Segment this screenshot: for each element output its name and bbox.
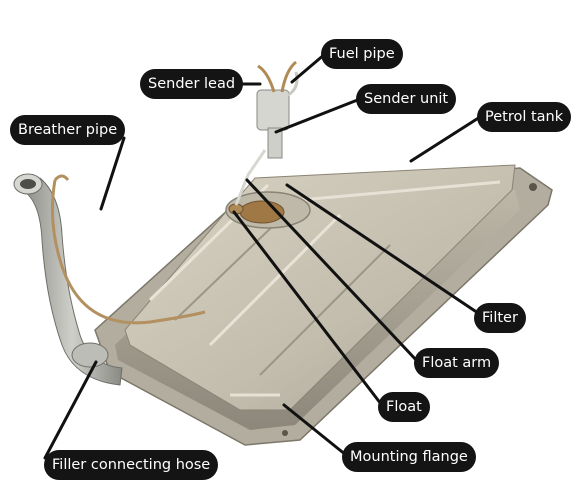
leader-sender-unit — [274, 97, 362, 134]
label-mounting-flange: Mounting flange — [342, 442, 476, 472]
leader-mounting-flange — [282, 403, 348, 457]
label-sender-lead: Sender lead — [140, 69, 244, 99]
label-breather-pipe: Breather pipe — [10, 115, 126, 145]
leader-petrol-tank — [409, 115, 482, 163]
leader-float — [232, 210, 383, 406]
leader-fuel-pipe — [290, 52, 327, 84]
breather-pipe-shape — [50, 179, 206, 325]
leader-breather-pipe — [99, 136, 126, 211]
label-petrol-tank: Petrol tank — [477, 102, 572, 132]
leader-filter — [285, 183, 480, 315]
label-sender-unit: Sender unit — [356, 84, 457, 114]
label-float-arm: Float arm — [414, 348, 500, 378]
leader-filler-hose — [43, 360, 98, 460]
tank-top — [124, 164, 516, 411]
filler-pipe-shape — [21, 177, 123, 386]
label-fuel-pipe: Fuel pipe — [321, 39, 403, 69]
label-float: Float — [378, 392, 430, 422]
sender-unit-head — [256, 89, 290, 131]
label-filter: Filter — [474, 303, 526, 333]
leader-float-arm — [245, 178, 420, 364]
label-filler-connecting-hose: Filler connecting hose — [44, 450, 219, 480]
